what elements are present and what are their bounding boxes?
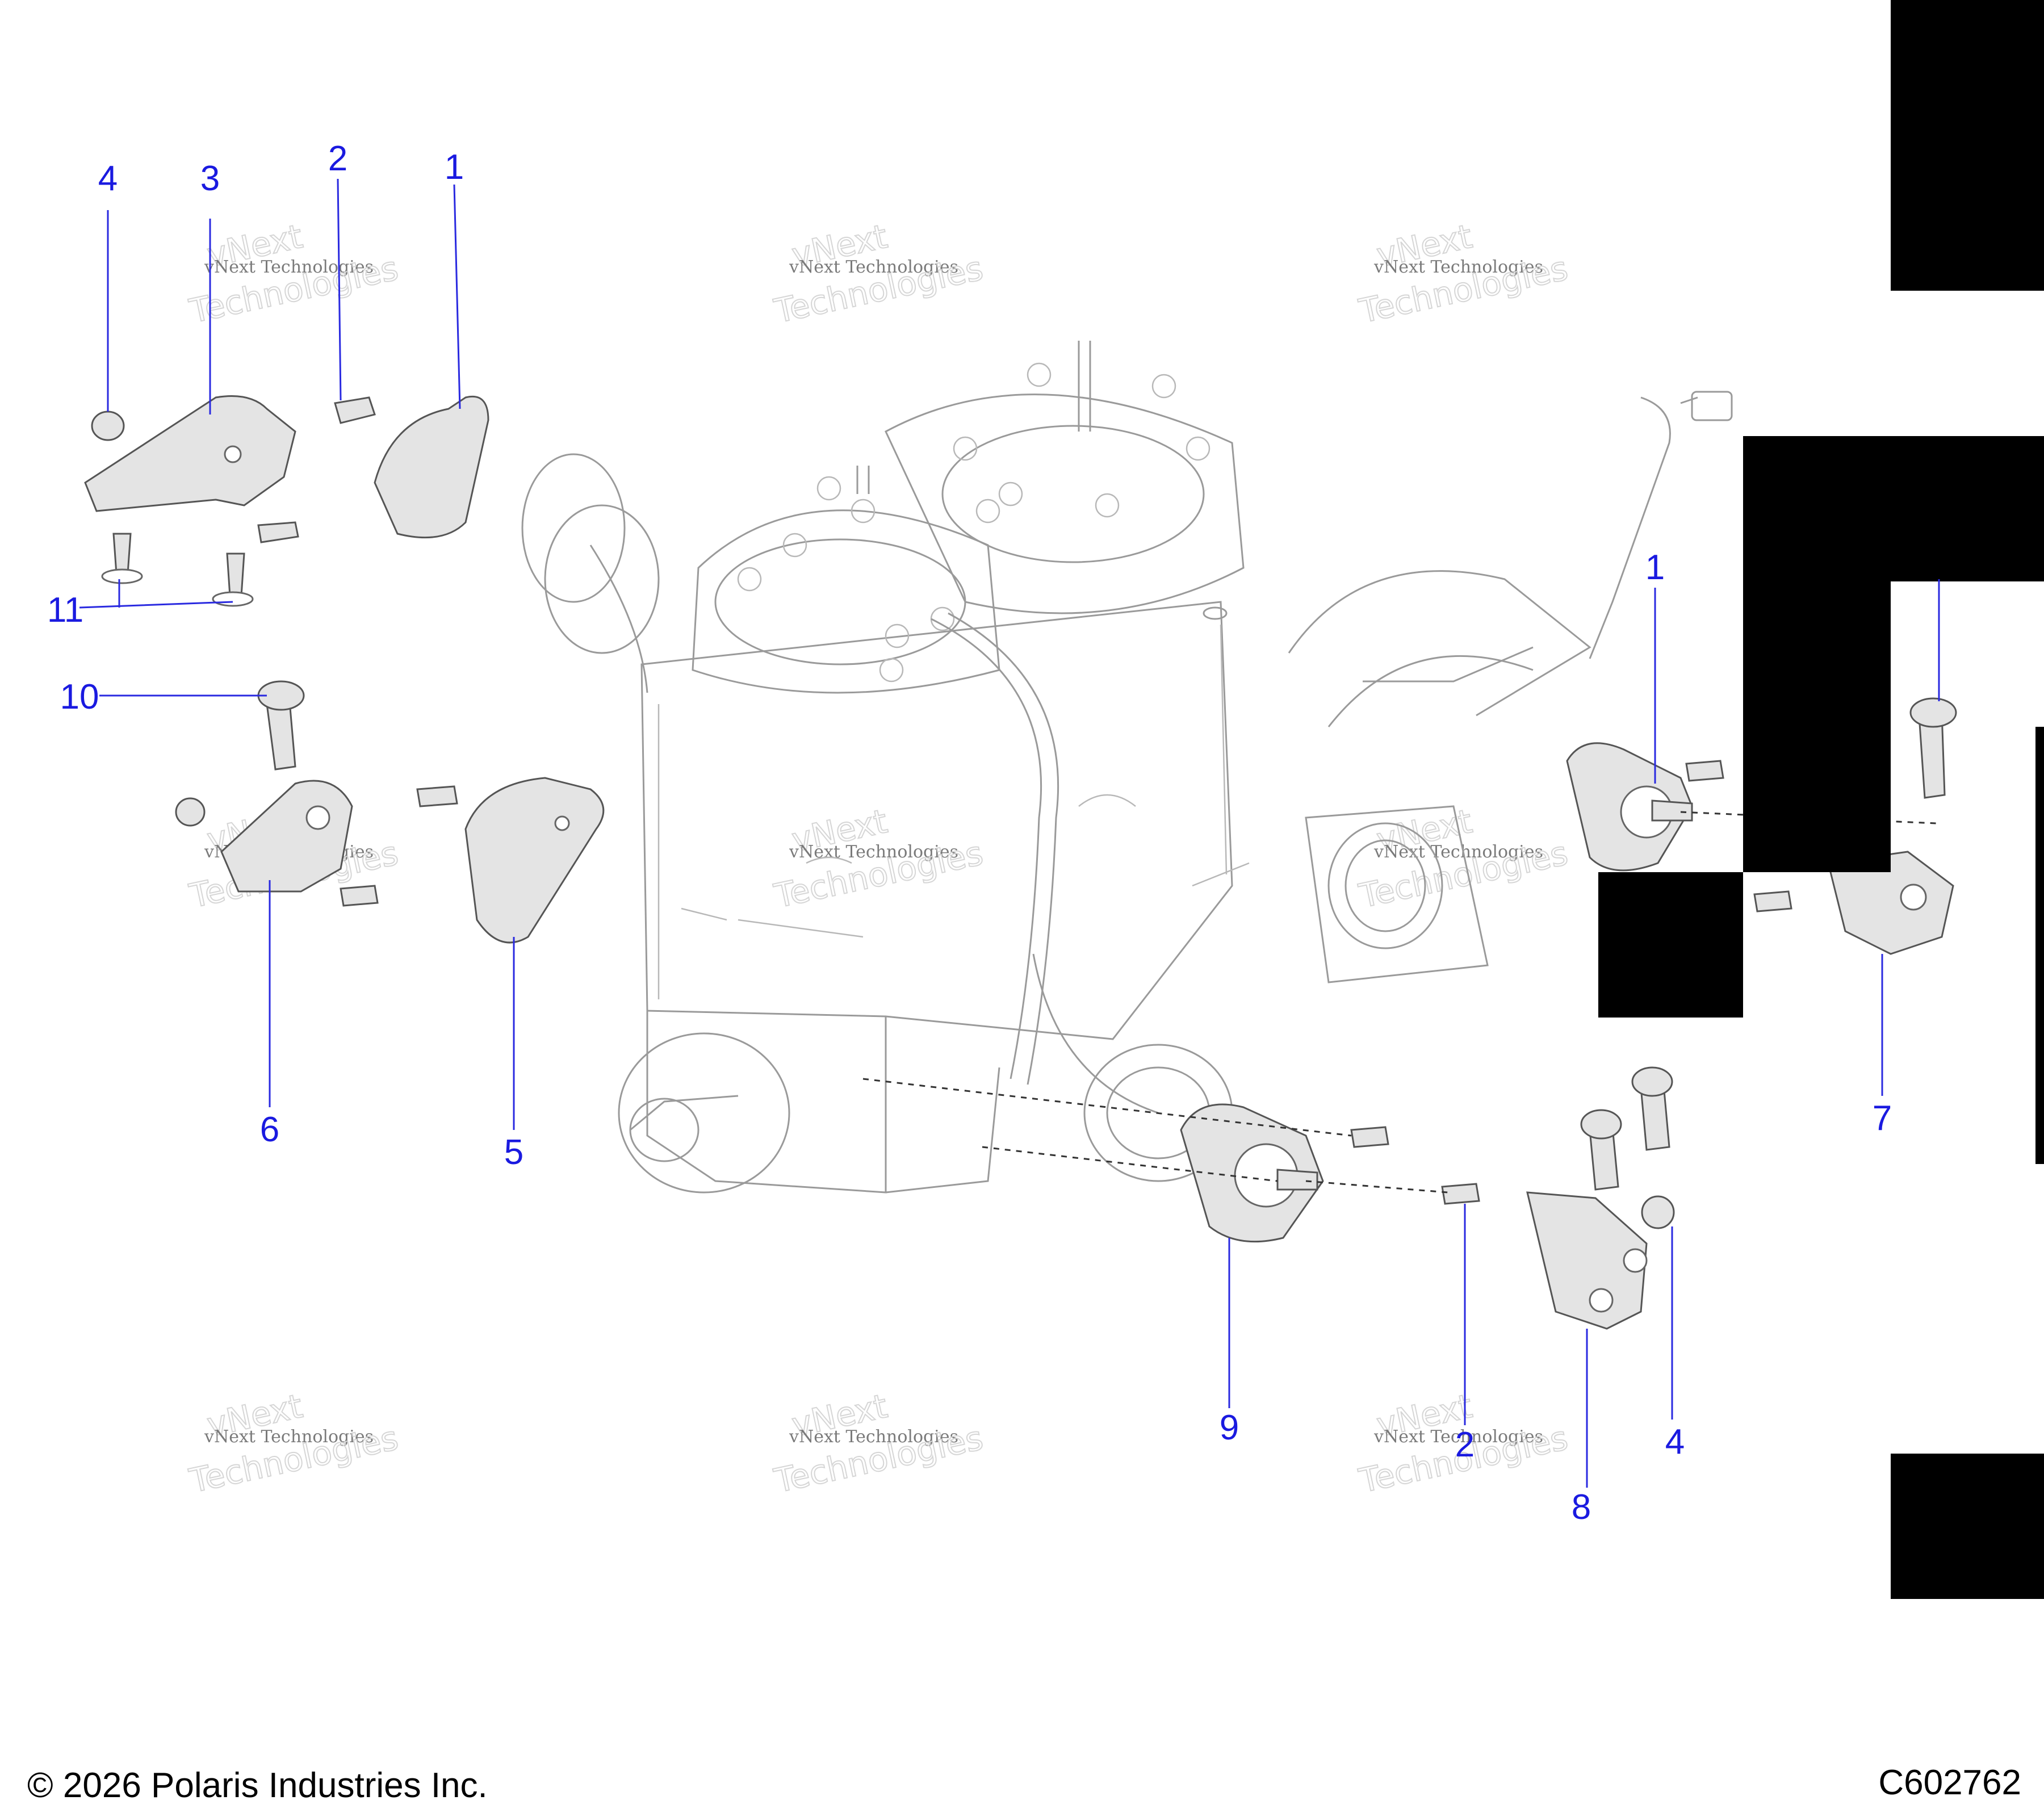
redaction-block: [1743, 436, 2044, 581]
callout-6: 6: [260, 1110, 279, 1149]
callout-9: 9: [1220, 1408, 1239, 1447]
watermark: vNext Technologies: [789, 1427, 958, 1447]
bolt-part: [416, 785, 458, 807]
parts-right-group: [1180, 697, 1957, 1330]
callout-5: 5: [504, 1133, 523, 1172]
callout-1: 1: [1645, 548, 1665, 587]
screw-part: [1685, 760, 1724, 782]
watermark: vNext Technologies: [1373, 842, 1543, 862]
engine-mount-part: [374, 396, 489, 539]
redaction-block: [2035, 727, 2044, 1164]
parts-left-group: [84, 395, 605, 944]
callout-4: 4: [1665, 1422, 1685, 1462]
watermark: vNext Technologies: [204, 1427, 374, 1447]
engine-mount-part: [464, 777, 605, 944]
nut-part: [91, 411, 125, 441]
redaction-blocks: [1598, 0, 2044, 1599]
watermark: vNext Technologies: [1373, 1427, 1543, 1447]
callout-11: 11: [47, 591, 83, 630]
callout-2: 2: [328, 139, 347, 178]
watermark: vNext Technologies: [204, 257, 374, 277]
callout-leaders: [79, 178, 1940, 1488]
bracket-part: [1526, 1191, 1648, 1330]
callout-numbers: 4 3 2 1 11 10 6 5 1 7 9 2 4 8: [47, 139, 1892, 1527]
bracket-part: [84, 395, 296, 512]
engine-line-art: [521, 341, 1733, 1194]
screw-part: [1350, 1126, 1389, 1148]
copyright-text: © 2026 Polaris Industries Inc.: [27, 1766, 488, 1805]
callout-1: 1: [445, 148, 464, 187]
screw-part: [1753, 890, 1792, 912]
nut-part: [175, 797, 206, 827]
stud-part: [112, 533, 132, 575]
watermark: vNext Technologies: [789, 257, 958, 277]
watermark-group: vNext vNext Technologies Technologies vN…: [186, 216, 1572, 1501]
long-bolt-part: [266, 700, 296, 771]
redaction-block: [1891, 1454, 2044, 1599]
screw-part: [257, 521, 299, 543]
callout-7: 7: [1873, 1099, 1892, 1138]
callout-10: 10: [60, 677, 99, 717]
screw-part: [1441, 1183, 1480, 1205]
watermark: vNext Technologies: [1373, 257, 1543, 277]
callout-3: 3: [200, 159, 220, 198]
callout-2: 2: [1455, 1425, 1475, 1464]
callout-4: 4: [98, 159, 118, 198]
diagram-code: C602762: [1878, 1763, 2021, 1802]
bolt-part: [334, 396, 376, 424]
redaction-block: [1743, 581, 1891, 872]
bracket-part: [1827, 851, 1954, 955]
stud-part: [226, 552, 245, 597]
callout-8: 8: [1572, 1488, 1591, 1527]
redaction-block: [1598, 872, 1743, 1018]
bolt-part: [340, 885, 379, 907]
nut-part: [1641, 1195, 1675, 1229]
redaction-block: [1891, 0, 2044, 291]
